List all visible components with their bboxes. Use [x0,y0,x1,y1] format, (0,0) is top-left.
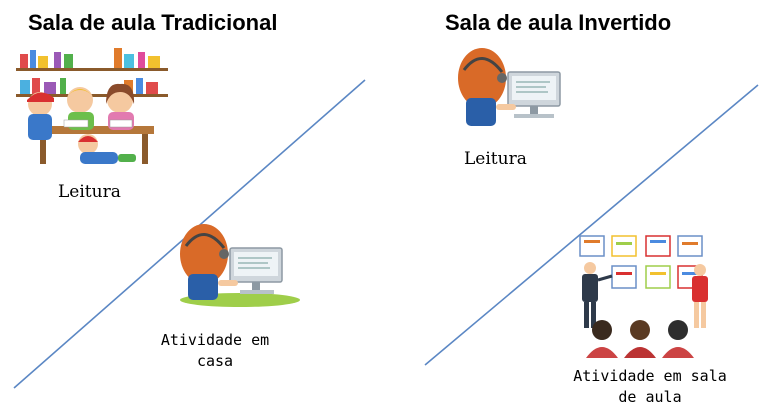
divider-line-right [424,84,759,366]
inverted-label-bottom-line1: Atividade em sala [573,367,727,385]
traditional-label-bottom: Atividade em casa [148,330,282,372]
inverted-label-top: Leitura [464,149,527,169]
traditional-title: Sala de aula Tradicional [28,10,278,35]
student-at-computer-illustration-left [172,222,302,308]
children-classroom-illustration [14,42,170,172]
student-at-computer-illustration-right [450,44,580,132]
inverted-label-bottom: Atividade em sala de aula [556,366,744,408]
traditional-label-bottom-line1: Atividade em [160,331,270,349]
traditional-label-top: Leitura [58,182,121,202]
presenter-audience-illustration [572,232,712,358]
inverted-label-bottom-line2: de aula [618,388,682,406]
traditional-label-bottom-line2: casa [196,352,234,370]
inverted-title: Sala de aula Invertido [445,10,672,35]
